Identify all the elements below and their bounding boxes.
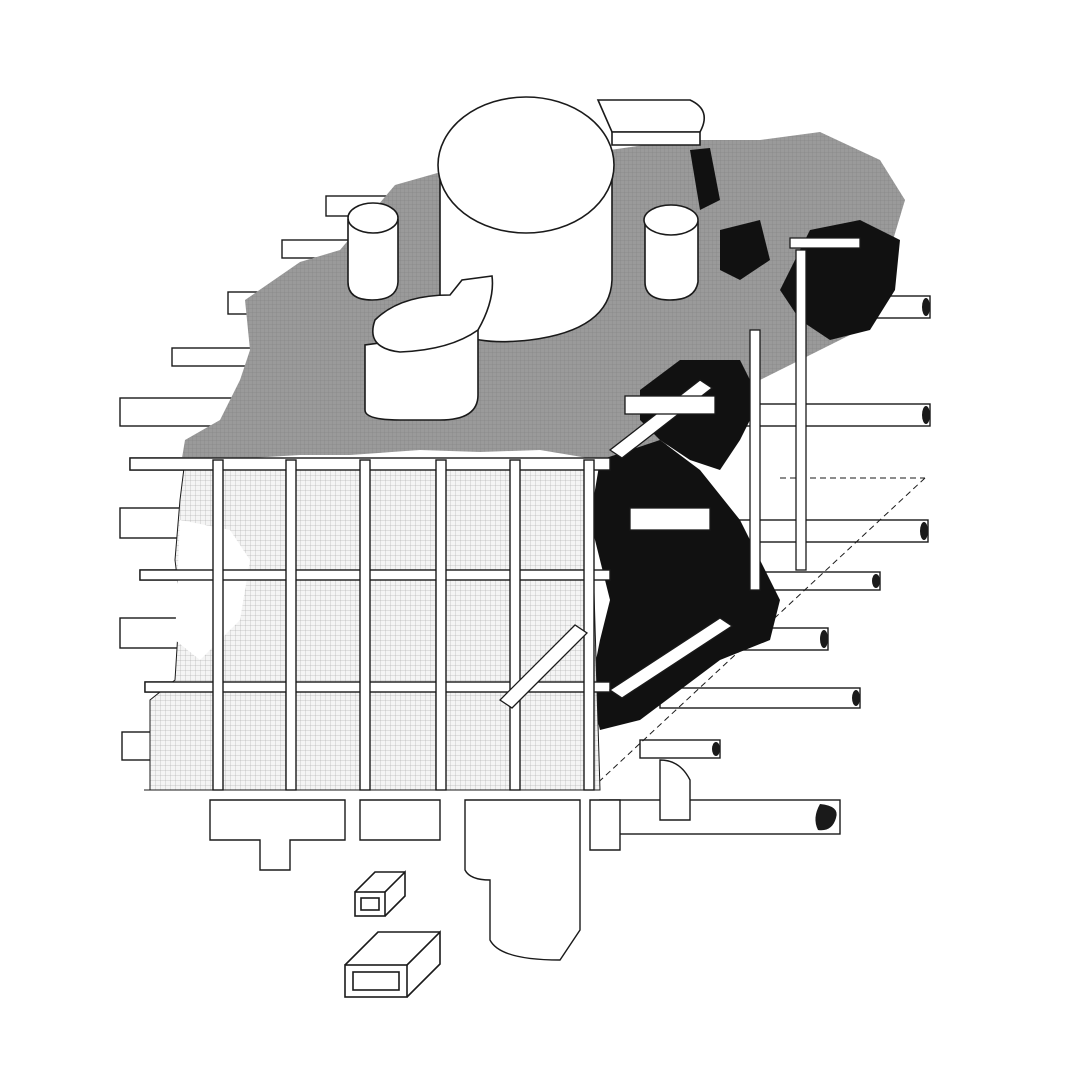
foundation-block-1 [209, 799, 346, 871]
foundation-block-3 [589, 799, 621, 851]
strut-right-1 [789, 237, 861, 249]
left-cylinder-top [347, 202, 399, 234]
frame-post-5 [509, 459, 521, 791]
column-right-2 [749, 329, 761, 591]
beam-right-7 [639, 739, 721, 759]
left-cylinder-body [347, 219, 399, 301]
square-tube-large [344, 964, 408, 998]
frame-post-1 [212, 459, 224, 791]
frame-post-4 [435, 459, 447, 791]
tube-end-6 [852, 690, 860, 706]
frame-rail-2 [139, 569, 611, 581]
back-block [596, 99, 706, 133]
cylinders [347, 96, 706, 421]
foundation-pipe [659, 759, 691, 821]
structural-frame [129, 457, 611, 791]
beam-right-3 [737, 519, 929, 543]
block-right-2 [624, 395, 716, 415]
square-tube-small [354, 891, 386, 917]
foundation-block-2 [359, 799, 441, 841]
tube-end-5 [820, 630, 828, 648]
right-cylinder-top [643, 204, 699, 236]
foundation [209, 759, 691, 961]
frame-post-3 [359, 459, 371, 791]
frame-rail-3 [144, 681, 611, 693]
void-patch-1 [690, 148, 720, 210]
tube-end-3 [920, 522, 928, 540]
beam-right-6 [659, 687, 861, 709]
block-right-1 [629, 507, 711, 531]
strut-diag-3 [498, 624, 589, 709]
right-cylinder-body [644, 221, 699, 301]
tube-end-7 [712, 742, 720, 756]
frame-post-6 [583, 459, 595, 791]
tube-ends [712, 298, 930, 831]
tube-end-2 [922, 406, 930, 424]
void-patch-2 [720, 220, 770, 280]
frame-post-2 [285, 459, 297, 791]
foundation-shaft [464, 799, 581, 961]
void-patch-3 [780, 220, 900, 340]
void-patch-4 [640, 360, 760, 470]
strut-diag-2 [608, 617, 734, 699]
main-cylinder-top [437, 96, 615, 234]
back-block-side [611, 131, 701, 146]
kidney-block-top [372, 275, 494, 353]
tube-end-1 [922, 298, 930, 316]
tube-end-4 [872, 574, 880, 588]
right-struts [498, 237, 861, 709]
tube-end-8 [815, 804, 837, 831]
kidney-block-body [364, 329, 479, 421]
square-tubes [344, 870, 441, 998]
column-right-1 [795, 249, 807, 571]
beam-right-8 [599, 799, 841, 835]
